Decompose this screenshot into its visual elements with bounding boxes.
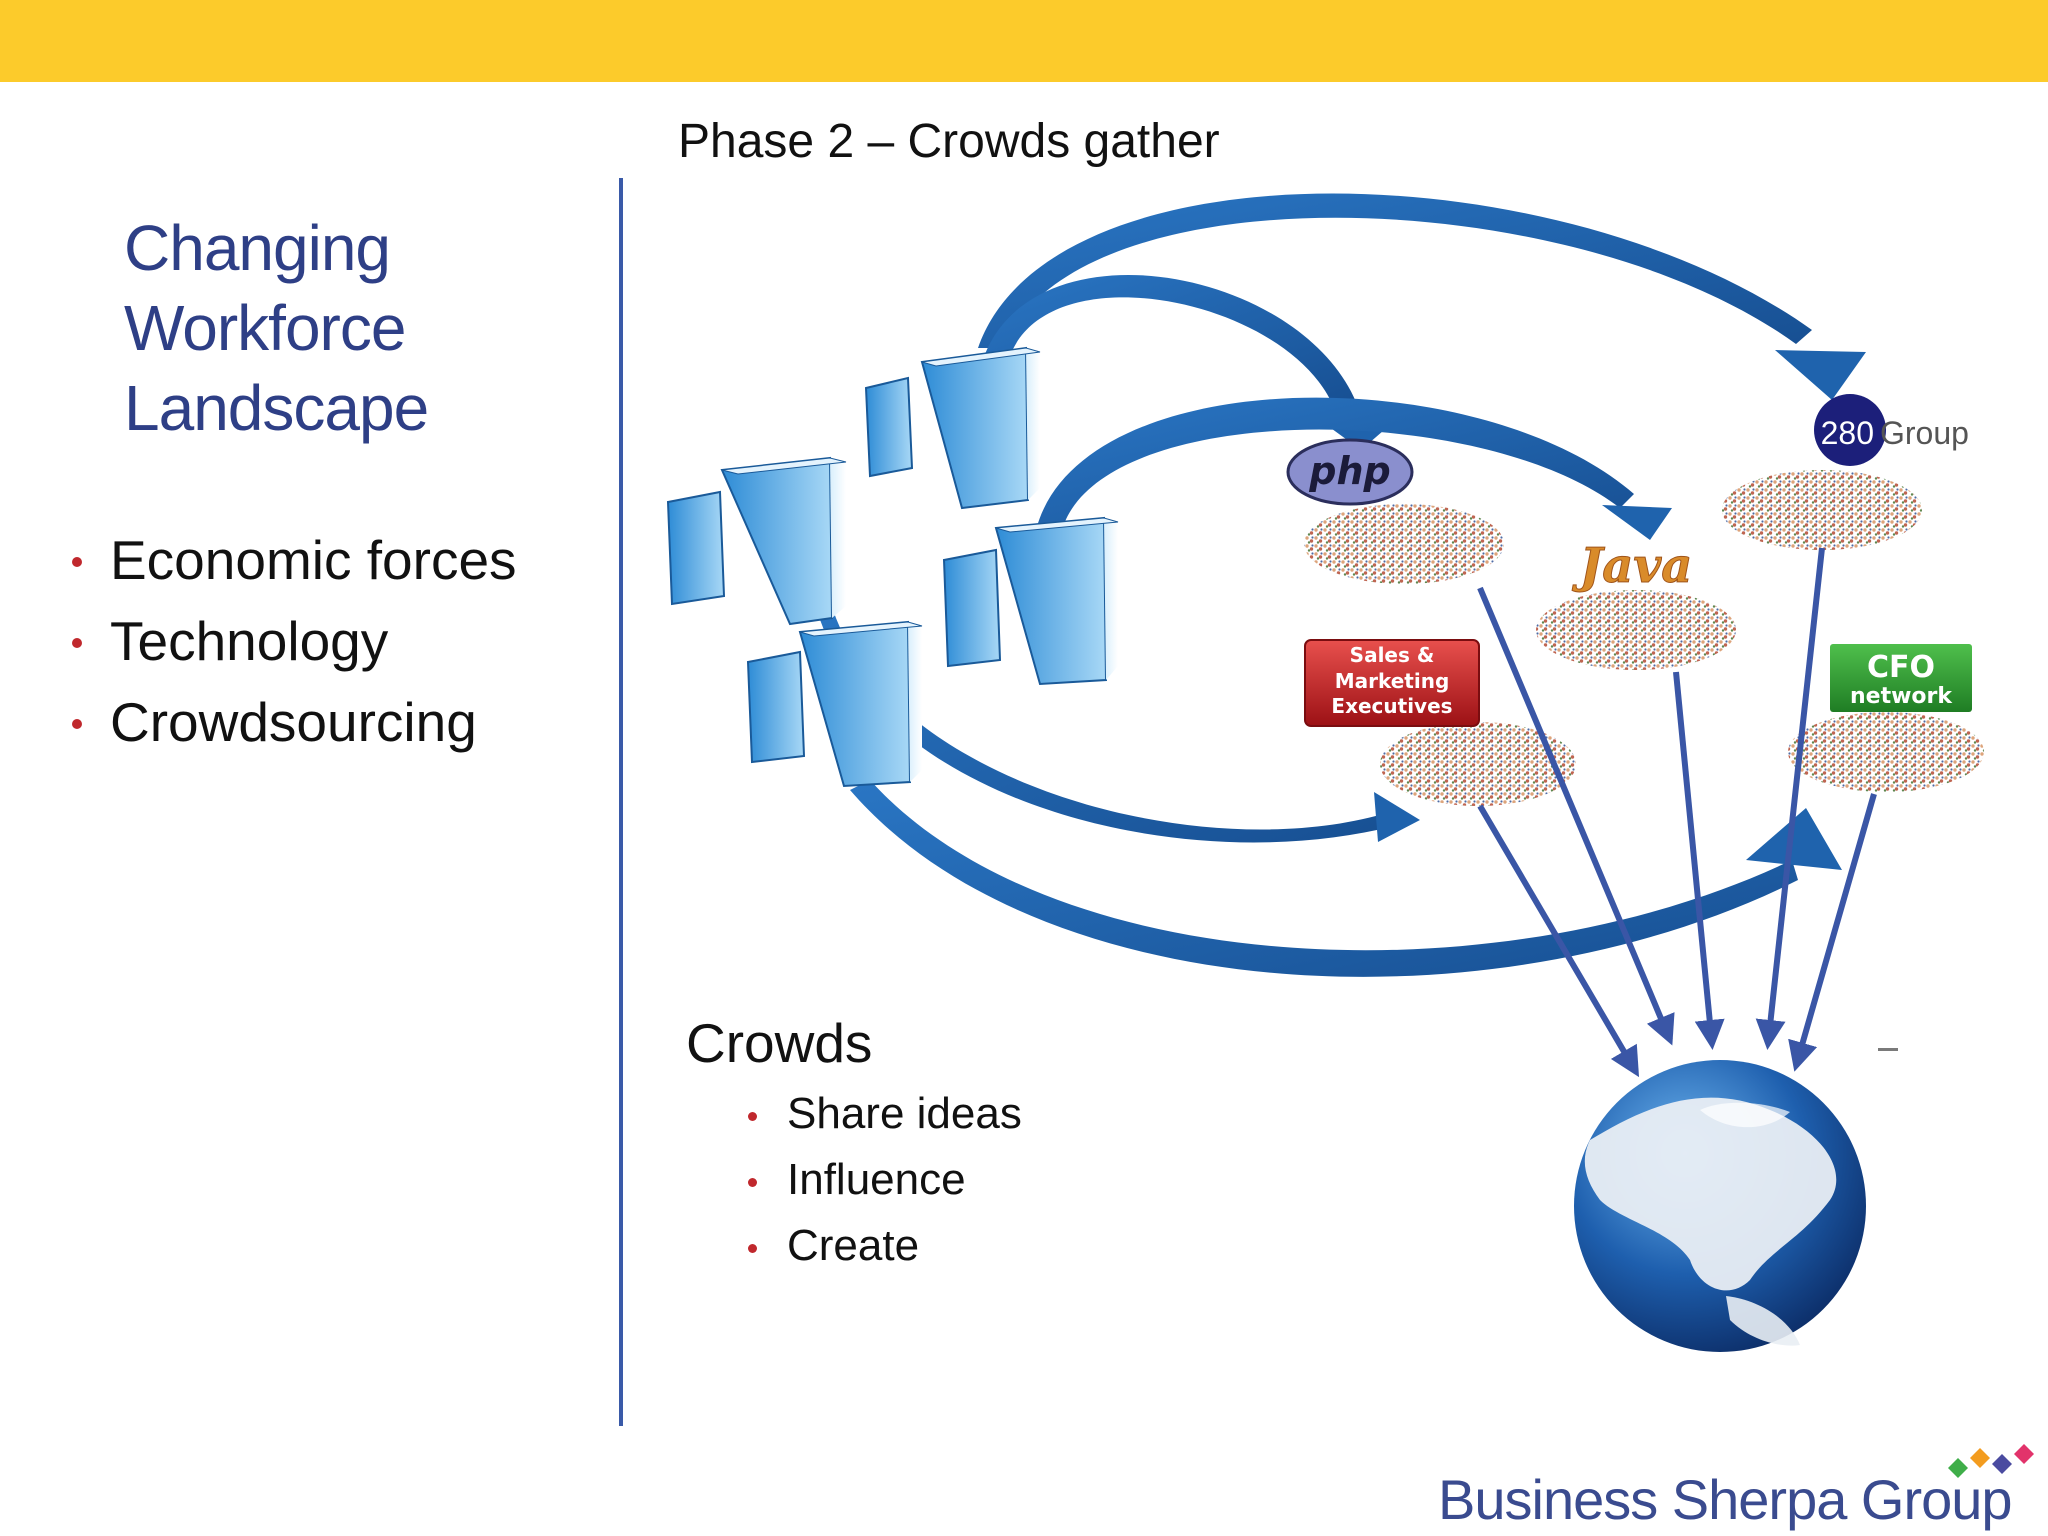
crowds-bullet-list: Share ideas Influence Create: [744, 1082, 1022, 1280]
phase-title: Phase 2 – Crowds gather: [678, 115, 1220, 168]
280group-number: 280: [1821, 415, 1874, 451]
280group-word: Group: [1880, 415, 1969, 451]
thin-arrow-sales: [1477, 804, 1640, 1078]
slide-title-line-3: Landscape: [124, 372, 429, 444]
crowd-sales: [1380, 722, 1576, 806]
sales-logo-line-3: Executives: [1331, 694, 1452, 718]
crowd-280group: [1722, 470, 1922, 550]
php-logo: php: [1286, 438, 1414, 506]
brand-diamonds-icon: [1948, 1444, 2034, 1478]
thin-arrow-java: [1673, 671, 1725, 1050]
java-logo-text: Java: [1572, 538, 1693, 594]
php-logo-text: php: [1308, 449, 1390, 493]
bullet-economic-forces: Economic forces: [66, 520, 517, 601]
arrow-to-java: [1036, 397, 1672, 540]
building-cluster-1: [864, 346, 1041, 510]
crowd-java: [1536, 590, 1736, 670]
building-cluster-4: [746, 620, 923, 788]
top-accent-bar: [0, 0, 2048, 82]
sales-logo-line-1: Sales &: [1350, 643, 1435, 667]
bullet-influence: Influence: [744, 1148, 1022, 1214]
bullet-create: Create: [744, 1214, 1022, 1280]
java-logo: Java: [1571, 538, 1693, 595]
arrow-to-280group: [978, 193, 1866, 400]
globe-icon: [1574, 1060, 1866, 1352]
slide-title-line-2: Workforce: [124, 292, 406, 364]
bullet-technology: Technology: [66, 601, 517, 682]
thin-arrow-280group: [1755, 547, 1825, 1050]
slide-title: Changing Workforce Landscape: [124, 208, 564, 448]
left-bullet-list: Economic forces Technology Crowdsourcing: [66, 520, 517, 763]
bullet-share-ideas: Share ideas: [744, 1082, 1022, 1148]
dash-mark: [1878, 1048, 1898, 1051]
crowd-cfo: [1788, 712, 1984, 792]
cfo-network-logo: CFO network: [1830, 644, 1972, 712]
crowds-heading: Crowds: [686, 1012, 873, 1074]
thin-arrows: [1477, 547, 1877, 1078]
cfo-logo-line-1: CFO: [1867, 650, 1935, 685]
thin-arrow-cfo: [1788, 793, 1877, 1072]
building-cluster-2: [666, 456, 847, 626]
brand-name: Business Sherpa Group: [1438, 1468, 2013, 1531]
thin-arrow-php: [1477, 586, 1675, 1046]
bullet-crowdsourcing: Crowdsourcing: [66, 682, 517, 763]
building-cluster-3: [942, 516, 1119, 686]
280group-logo: 280 Group: [1814, 394, 1969, 466]
slide-title-line-1: Changing: [124, 212, 391, 284]
arrow-to-cfo-crowd: [850, 780, 1842, 977]
cfo-logo-line-2: network: [1850, 684, 1953, 709]
vertical-divider: [619, 178, 623, 1426]
sales-logo-line-2: Marketing: [1335, 669, 1450, 693]
crowd-php: [1304, 504, 1504, 584]
sales-marketing-logo: Sales & Marketing Executives: [1304, 639, 1480, 727]
arrow-to-sales-crowd: [815, 600, 1420, 843]
